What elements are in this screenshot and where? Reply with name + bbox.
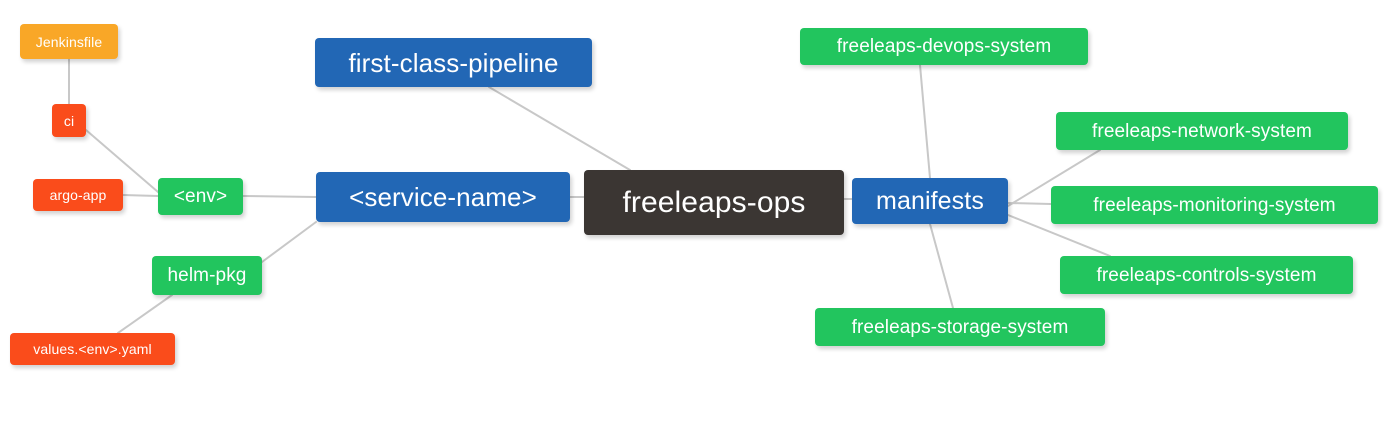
node-label: freeleaps-devops-system	[836, 36, 1052, 57]
node-argo-app[interactable]: argo-app	[33, 179, 123, 211]
node-freeleaps-monitoring-system[interactable]: freeleaps-monitoring-system	[1051, 186, 1378, 224]
node-label: helm-pkg	[167, 265, 247, 286]
node-first-class-pipeline[interactable]: first-class-pipeline	[315, 38, 592, 87]
node-label: Jenkinsfile	[35, 33, 103, 50]
edge-manifests-to-freeleaps-monitoring-system	[1007, 202, 1052, 205]
node-label: argo-app	[49, 187, 107, 203]
node-manifests[interactable]: manifests	[852, 178, 1008, 224]
node-label: freeleaps-controls-system	[1096, 264, 1317, 286]
node-label: freeleaps-storage-system	[851, 316, 1069, 338]
node-label: <env>	[173, 186, 228, 207]
node-label: manifests	[876, 186, 984, 215]
node-service-name[interactable]: <service-name>	[316, 172, 570, 222]
node-label: freeleaps-monitoring-system	[1093, 194, 1336, 216]
edge-argo-app-to-env	[122, 194, 159, 197]
node-freeleaps-controls-system[interactable]: freeleaps-controls-system	[1060, 256, 1353, 294]
node-helm-pkg[interactable]: helm-pkg	[152, 256, 262, 295]
edge-service-name-to-helm-pkg	[261, 221, 317, 263]
node-freeleaps-storage-system[interactable]: freeleaps-storage-system	[815, 308, 1105, 346]
edge-env-to-service-name	[242, 195, 317, 198]
edge-first-class-pipeline-to-freeleaps-ops	[488, 86, 631, 171]
node-label: freeleaps-network-system	[1092, 120, 1312, 142]
node-freeleaps-network-system[interactable]: freeleaps-network-system	[1056, 112, 1348, 150]
node-label: first-class-pipeline	[348, 47, 559, 78]
edge-manifests-to-freeleaps-devops-system	[919, 64, 931, 179]
node-freeleaps-ops[interactable]: freeleaps-ops	[584, 170, 844, 235]
node-ci[interactable]: ci	[52, 104, 86, 137]
node-label: values.<env>.yaml	[33, 341, 152, 357]
node-label: freeleaps-ops	[622, 185, 806, 219]
edge-helm-pkg-to-values-yaml	[117, 294, 173, 334]
node-values-yaml[interactable]: values.<env>.yaml	[10, 333, 175, 365]
node-jenkinsfile[interactable]: Jenkinsfile	[20, 24, 118, 59]
node-label: ci	[63, 112, 75, 129]
node-freeleaps-devops-system[interactable]: freeleaps-devops-system	[800, 28, 1088, 65]
edge-manifests-to-freeleaps-storage-system	[929, 223, 954, 309]
node-label: <service-name>	[349, 182, 537, 212]
node-env[interactable]: <env>	[158, 178, 243, 215]
